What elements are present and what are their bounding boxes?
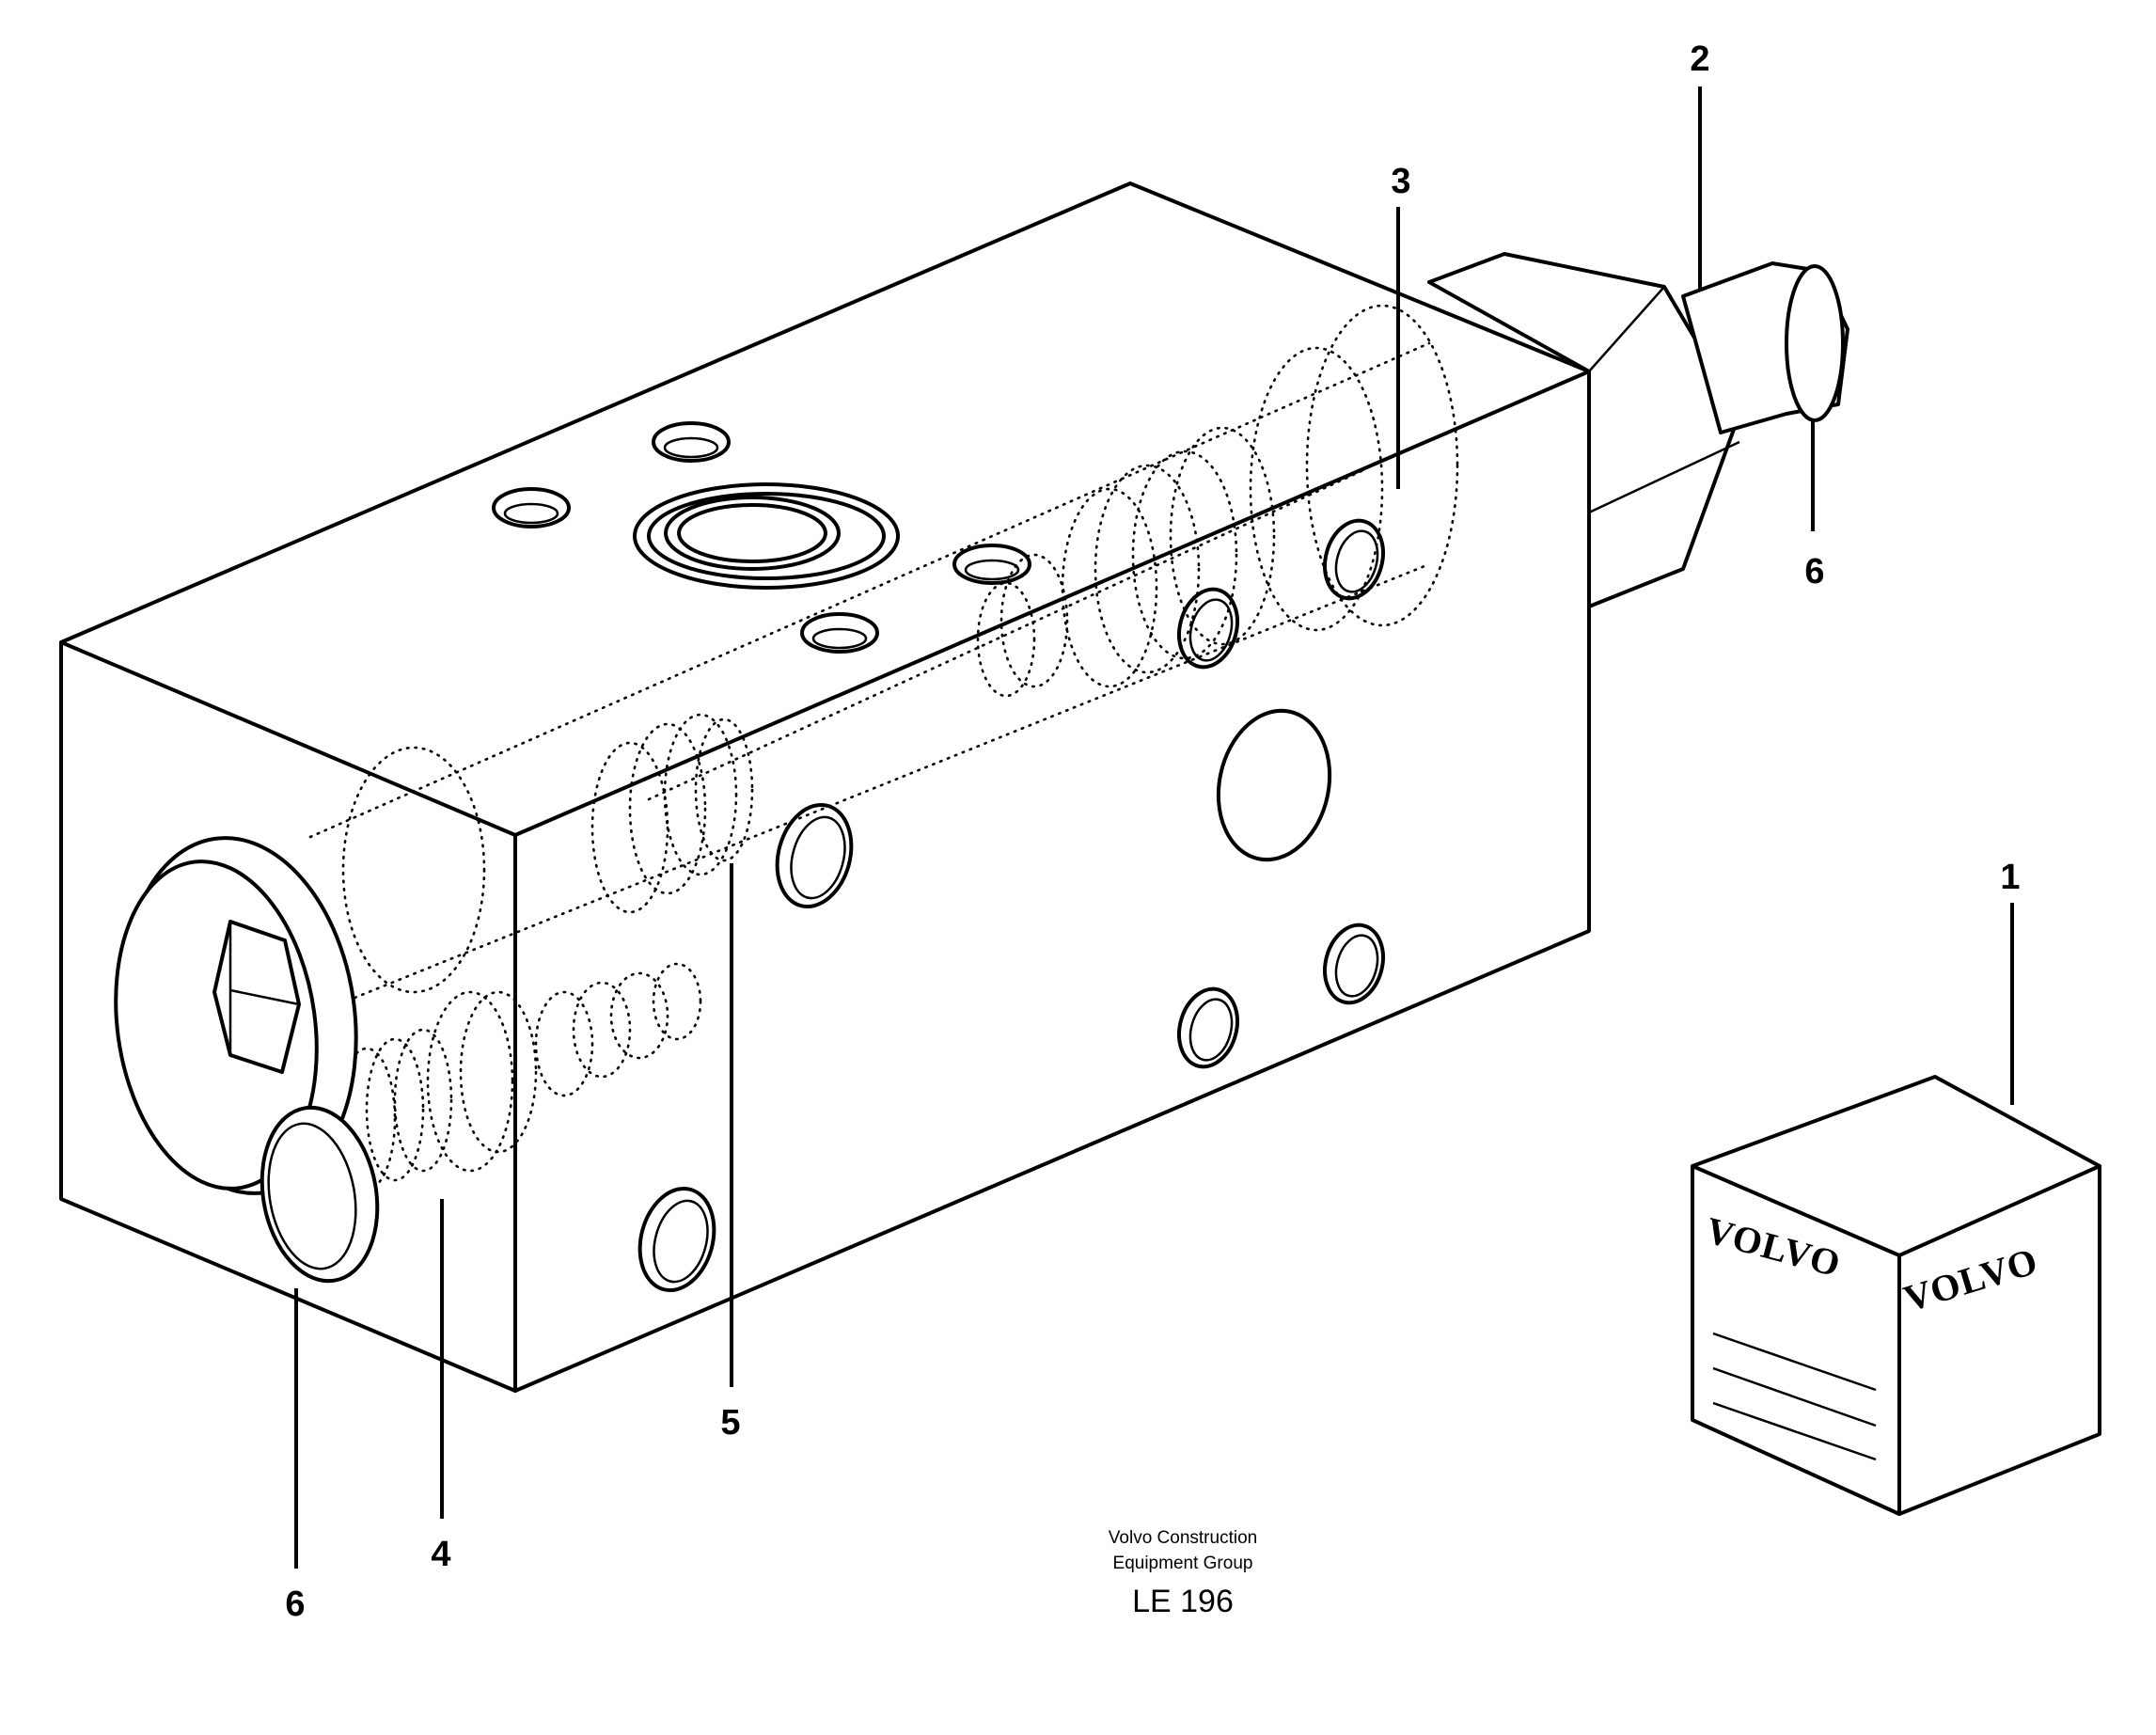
callout-1: 1 (2000, 858, 2020, 897)
callout-4: 4 (431, 1535, 450, 1574)
callout-5: 5 (720, 1403, 740, 1443)
side-ports (637, 518, 1385, 1293)
credit-line-1: Volvo Construction (1109, 1528, 1257, 1548)
callout-6-right: 6 (1804, 552, 1824, 591)
callout-6-left: 6 (285, 1585, 305, 1624)
callout-2: 2 (1690, 39, 1709, 79)
leader-lines (294, 87, 2014, 1569)
valve-block (59, 181, 1591, 1393)
right-end-plug (1427, 252, 1849, 608)
drawing-code: LE 196 (1132, 1584, 1234, 1619)
hidden-spool-lines (308, 304, 1459, 1191)
bottom-plug (260, 1105, 380, 1284)
callout-numbers: 2 3 6 1 5 4 6 (285, 39, 2020, 1624)
credit-block: Volvo Construction Equipment Group LE 19… (1109, 1528, 1257, 1619)
top-ports (492, 421, 1031, 654)
left-end-plug (114, 836, 358, 1195)
credit-line-2: Equipment Group (1113, 1554, 1253, 1573)
callout-3: 3 (1391, 162, 1410, 201)
seal-kit-box: VOLVO VOLVO (1691, 1075, 2101, 1516)
